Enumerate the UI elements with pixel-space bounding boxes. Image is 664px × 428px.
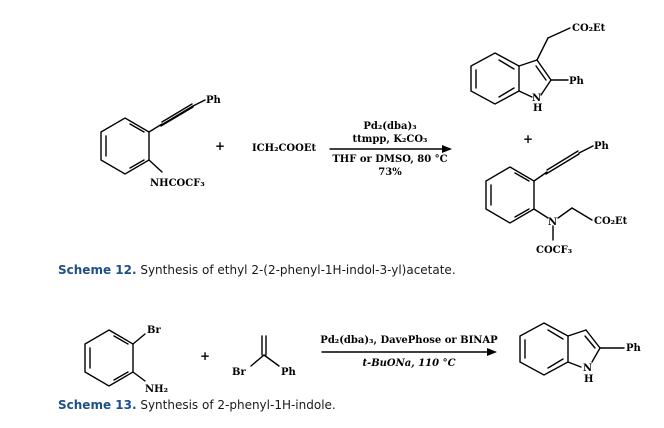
product2-ph-label: Ph: [594, 141, 610, 152]
scheme13-reactant: [84, 329, 146, 387]
scheme13-arrow: [321, 348, 497, 356]
reactant-ph-label: Ph: [206, 95, 222, 106]
scheme13-br-label: Br: [147, 325, 161, 336]
scheme13-reagent-ph-label: Ph: [281, 367, 297, 378]
product1-n-label: N: [532, 93, 541, 104]
reagent-label: ICH₂COOEt: [252, 143, 316, 154]
scheme13-caption-text: Synthesis of 2-phenyl-1H-indole.: [136, 398, 336, 412]
product1-ph-label: Ph: [569, 76, 585, 87]
scheme12-arrow: [329, 145, 452, 153]
product-plus-sign: +: [523, 132, 533, 146]
scheme12-product-alkyne: [485, 145, 594, 241]
scheme13-condition-base-temp: t-BuONa, 110 °C: [362, 358, 455, 369]
scheme13-product-n-label: N: [583, 363, 592, 374]
scheme13-caption-label: Scheme 13.: [58, 398, 137, 412]
scheme12-reactant: Ph NHCOCF₃: [100, 95, 222, 189]
scheme12-product-indole: [470, 27, 571, 105]
scheme12-caption: Scheme 12. Synthesis of ethyl 2-(2-pheny…: [58, 263, 456, 277]
scheme13-product-h-label: H: [584, 374, 593, 385]
product2-n-label: N: [548, 217, 557, 228]
product1-h-label: H: [533, 103, 542, 114]
scheme13-caption: Scheme 13. Synthesis of 2-phenyl-1H-indo…: [58, 398, 336, 412]
scheme13-reagent-br-label: Br: [232, 367, 246, 378]
scheme13-nh2-label: NH₂: [145, 384, 168, 395]
scheme13-vinyl-bromide: [250, 335, 280, 367]
condition-solvent-temp: THF or DMSO, 80 °C: [332, 154, 447, 165]
product2-co2et-label: CO₂Et: [594, 216, 628, 227]
scheme12-caption-text: Synthesis of ethyl 2-(2-phenyl-1H-indol-…: [136, 263, 456, 277]
condition-catalyst: Pd₂(dba)₃: [363, 121, 416, 132]
product1-co2et-label: CO₂Et: [572, 23, 606, 34]
scheme13-product-ph-label: Ph: [626, 343, 642, 354]
scheme13-plus-sign: +: [200, 349, 210, 363]
product2-cocf3-label: COCF₃: [536, 245, 572, 256]
reactant-nhcocf3-label: NHCOCF₃: [150, 178, 205, 189]
scheme13-product-indole: [519, 322, 625, 376]
condition-ligand-base: ttmpp, K₂CO₃: [353, 134, 428, 145]
scheme12-caption-label: Scheme 12.: [58, 263, 137, 277]
scheme13-condition-catalyst: Pd₂(dba)₃, DavePhose or BINAP: [320, 335, 498, 346]
plus-sign: +: [215, 139, 225, 153]
condition-yield: 73%: [378, 167, 402, 178]
